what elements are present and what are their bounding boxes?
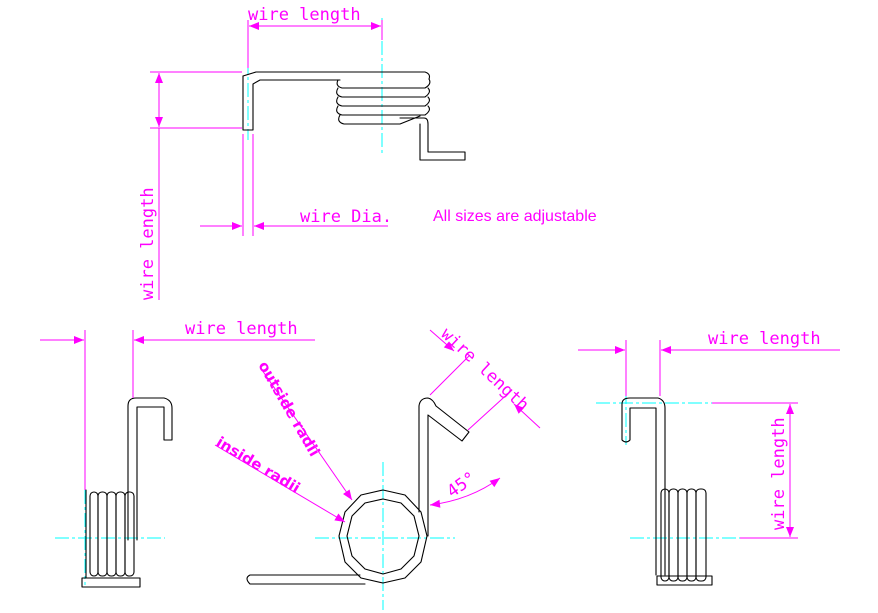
top-bottom-leg	[399, 117, 466, 161]
inner-coil	[346, 498, 420, 575]
wire-dia-label: wire Dia.	[300, 207, 392, 227]
angle-dim	[429, 477, 501, 508]
left-leg	[127, 397, 173, 541]
right-wire-length-v-label: wire length	[769, 417, 789, 530]
arm-wire-length-dim	[513, 403, 541, 429]
top-view	[150, 18, 466, 300]
outer-coil	[338, 489, 428, 584]
outside-radii-label: outside radii	[255, 358, 324, 460]
arm-wire-length-label: wire length	[437, 324, 533, 415]
left-side-view	[40, 330, 315, 588]
inside-radii-leader	[214, 444, 346, 523]
front-view	[214, 329, 541, 610]
top-leg	[242, 71, 431, 80]
top-wire-length-v-label: wire length	[138, 187, 158, 300]
right-side-view	[578, 340, 840, 586]
left-wire-length-label: wire length	[185, 319, 298, 339]
outside-radii-leader	[261, 369, 353, 501]
right-wire-length-h-label: wire length	[708, 329, 821, 349]
top-coil	[336, 78, 431, 89]
right-base	[656, 575, 713, 586]
front-bottom-leg	[246, 574, 366, 585]
front-upright-leg	[418, 397, 470, 537]
top-wire-length-h-label: wire length	[248, 5, 361, 25]
inside-radii-label: inside radii	[213, 433, 303, 497]
right-leg	[621, 397, 666, 576]
left-base	[81, 577, 141, 588]
angle-label: 45°	[443, 468, 480, 502]
adjustable-note: All sizes are adjustable	[433, 208, 597, 225]
